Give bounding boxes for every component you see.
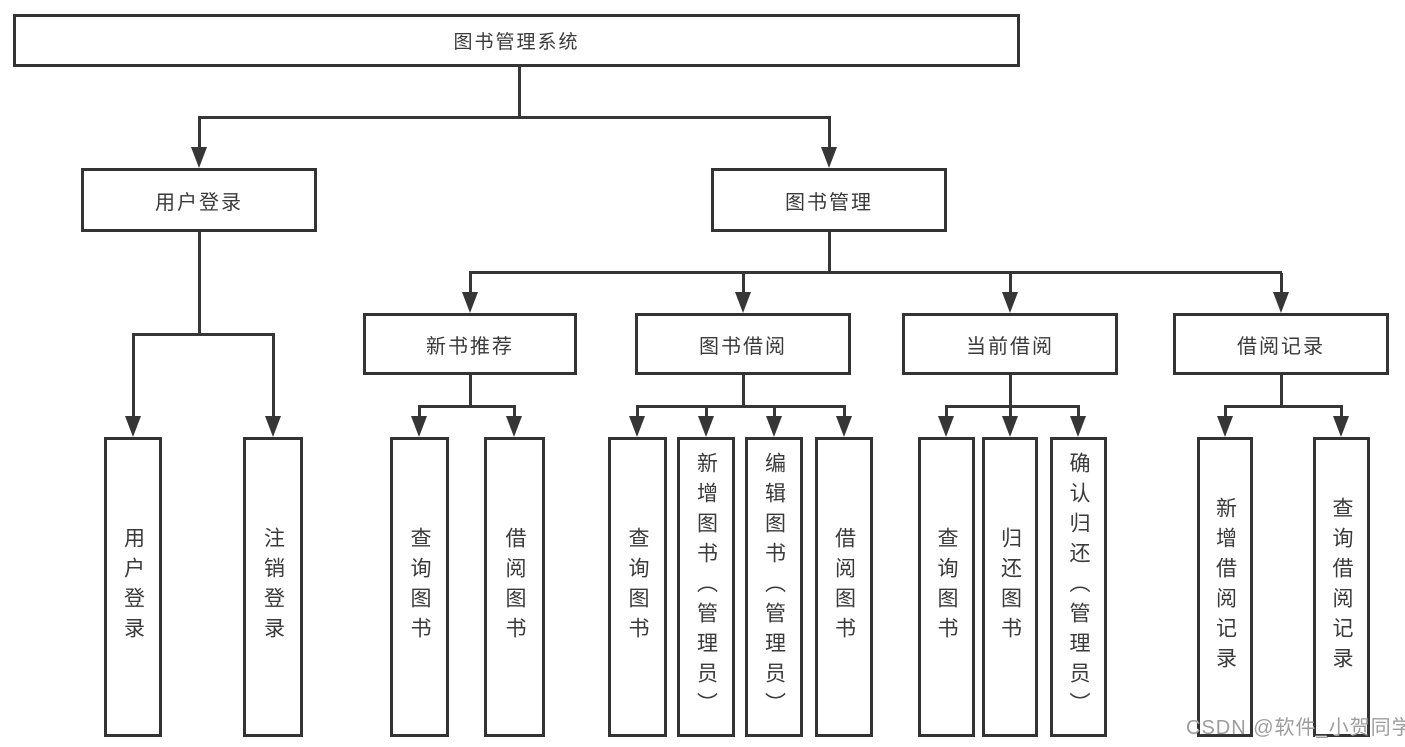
- leaf-borrow-books-2: 借阅图书: [815, 437, 873, 737]
- connector-mgmt-branch: [469, 271, 1282, 274]
- node-borrowing-records: 借阅记录: [1173, 313, 1389, 375]
- leaf-user-login: 用户登录: [104, 437, 162, 737]
- leaf-logout: 注销登录: [243, 437, 303, 737]
- leaf-edit-book-admin: 编辑图书（管理员）: [745, 437, 803, 737]
- leaf-query-books-1: 查询图书: [390, 437, 449, 737]
- connector-branch: [1224, 405, 1343, 408]
- connector-branch: [418, 405, 516, 408]
- node-label: 新书推荐: [426, 335, 514, 358]
- connector-stem: [705, 407, 708, 417]
- arrowhead: [1217, 416, 1233, 437]
- connector-mgmt-trunk: [828, 232, 831, 273]
- connector-stem: [1224, 407, 1227, 417]
- arrowhead: [766, 416, 782, 437]
- connector-stem: [272, 335, 275, 418]
- node-new-book-recommend: 新书推荐: [363, 313, 577, 375]
- leaf-add-borrow-record: 新增借阅记录: [1197, 437, 1253, 737]
- arrowhead: [1273, 292, 1289, 313]
- leaf-label: 归还图书: [998, 527, 1022, 647]
- connector-trunk: [742, 375, 745, 407]
- leaf-query-books-2: 查询图书: [608, 437, 667, 737]
- arrowhead: [698, 416, 714, 437]
- connector-stem: [132, 335, 135, 418]
- arrowhead: [191, 147, 207, 168]
- node-book-management: 图书管理: [711, 168, 947, 232]
- arrowhead: [1070, 416, 1086, 437]
- csdn-watermark: CSDN @软件_小贺同学: [1186, 717, 1405, 739]
- connector-stem: [1009, 273, 1012, 294]
- node-label: 借阅记录: [1237, 335, 1325, 358]
- leaf-label: 查询借阅记录: [1330, 497, 1353, 677]
- leaf-add-book-admin: 新增图书（管理员）: [677, 437, 735, 737]
- node-label: 图书管理系统: [453, 32, 580, 53]
- connector-trunk: [1280, 375, 1283, 407]
- leaf-label: 新增图书（管理员）: [694, 452, 718, 722]
- leaf-label: 新增借阅记录: [1213, 497, 1237, 677]
- node-label: 图书借阅: [699, 335, 787, 358]
- arrowhead: [125, 416, 141, 437]
- node-label: 当前借阅: [966, 335, 1054, 358]
- arrowhead: [462, 292, 478, 313]
- leaf-label: 查询图书: [935, 527, 958, 647]
- arrowhead: [506, 416, 522, 437]
- leaf-label: 查询图书: [408, 527, 431, 647]
- arrowhead: [1002, 416, 1018, 437]
- connector-branch: [636, 405, 846, 408]
- leaf-label: 借阅图书: [832, 527, 856, 647]
- leaf-label: 查询图书: [626, 527, 649, 647]
- arrowhead: [629, 416, 645, 437]
- leaf-label: 注销登录: [261, 527, 285, 647]
- node-book-borrowing: 图书借阅: [635, 313, 851, 375]
- node-library-system: 图书管理系统: [13, 14, 1020, 67]
- node-user-login: 用户登录: [81, 168, 317, 232]
- connector-stem: [636, 407, 639, 417]
- connector-stem: [742, 273, 745, 294]
- connector-stem: [469, 273, 472, 294]
- connector-stem: [1340, 407, 1343, 417]
- connector-stem: [773, 407, 776, 417]
- connector-root-trunk: [518, 67, 521, 118]
- leaf-label: 确认归还（管理员）: [1067, 452, 1090, 722]
- connector-stem: [1280, 273, 1283, 294]
- node-current-borrowing: 当前借阅: [902, 313, 1118, 375]
- leaf-confirm-return-admin: 确认归还（管理员）: [1050, 437, 1107, 737]
- connector-stem: [198, 118, 201, 149]
- leaf-return-book: 归还图书: [982, 437, 1038, 737]
- arrowhead: [411, 416, 427, 437]
- connector-stem: [513, 407, 516, 417]
- arrowhead: [1002, 292, 1018, 313]
- connector-login-branch: [132, 333, 275, 336]
- leaf-label: 借阅图书: [503, 527, 526, 647]
- connector-stem: [1077, 407, 1080, 417]
- node-label: 用户登录: [155, 191, 243, 214]
- connector-root-branch: [198, 116, 831, 119]
- arrowhead: [735, 292, 751, 313]
- connector-stem: [418, 407, 421, 417]
- leaf-query-borrow-record: 查询借阅记录: [1313, 437, 1370, 737]
- leaf-label: 用户登录: [121, 527, 145, 647]
- connector-stem: [843, 407, 846, 417]
- connector-stem: [945, 407, 948, 417]
- arrowhead: [265, 416, 281, 437]
- connector-trunk: [1009, 375, 1012, 407]
- node-label: 图书管理: [785, 191, 873, 214]
- connector-trunk: [469, 375, 472, 407]
- arrowhead: [1333, 416, 1349, 437]
- connector-stem: [828, 118, 831, 149]
- arrowhead: [836, 416, 852, 437]
- leaf-label: 编辑图书（管理员）: [762, 452, 786, 722]
- connector-login-trunk: [198, 232, 201, 336]
- leaf-borrow-books-1: 借阅图书: [484, 437, 545, 737]
- leaf-query-books-3: 查询图书: [918, 437, 975, 737]
- arrowhead: [821, 147, 837, 168]
- connector-branch: [945, 405, 1080, 408]
- connector-stem: [1009, 407, 1012, 417]
- arrowhead: [938, 416, 954, 437]
